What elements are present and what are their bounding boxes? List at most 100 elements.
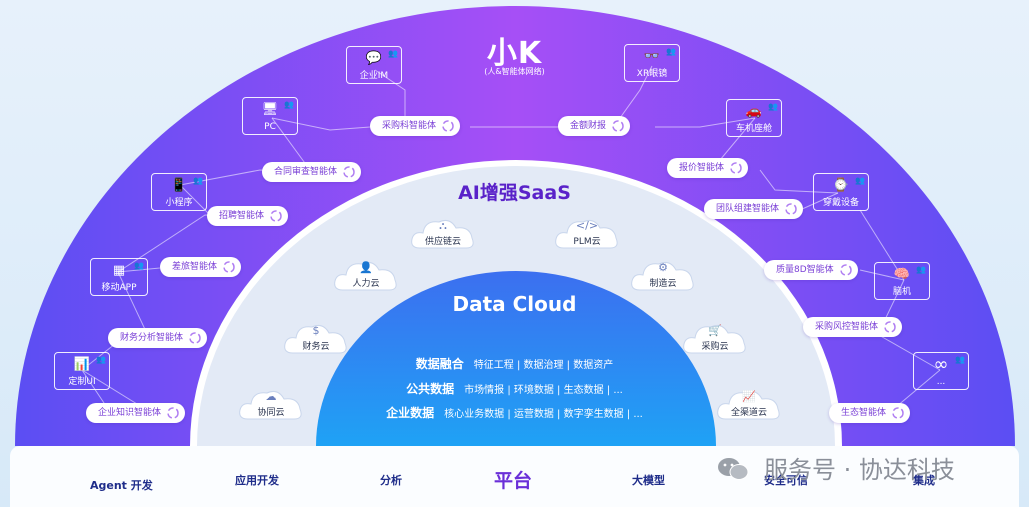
agent-pill[interactable]: 合同审查智能体 bbox=[262, 162, 362, 182]
cloud-label: 制造云 bbox=[649, 279, 677, 289]
agent-pill[interactable]: 团队组建智能体 bbox=[704, 199, 804, 219]
agent-swirl-icon bbox=[189, 332, 201, 344]
agent-label: 报价智能体 bbox=[679, 163, 725, 173]
gear-icon: ⚙ bbox=[658, 261, 668, 274]
cloud-shape bbox=[717, 391, 780, 420]
outer-title: 小K bbox=[486, 36, 543, 71]
app-grid-icon: ▦ bbox=[112, 263, 126, 278]
agent-swirl-icon bbox=[167, 407, 179, 419]
device-label: 脑机 bbox=[892, 287, 911, 297]
device-label: 企业IM bbox=[359, 71, 389, 81]
wechat-icon bbox=[718, 458, 749, 480]
device-card-bci[interactable]: 👥 🧠 脑机 bbox=[874, 262, 930, 300]
user-icon: 👥 bbox=[666, 47, 676, 56]
user-icon: 👥 bbox=[134, 261, 144, 270]
chat-icon: 💬 bbox=[365, 51, 383, 66]
data-row-value: 特征工程 | 数据治理 | 数据资产 bbox=[473, 360, 614, 371]
platform-item-platform[interactable]: 平台 bbox=[494, 470, 533, 492]
coin-icon: $ bbox=[312, 324, 320, 337]
data-row-key: 企业数据 bbox=[386, 406, 435, 420]
device-card-im[interactable]: 👥 💬 企业IM bbox=[346, 46, 402, 84]
agent-pill[interactable]: 采购风控智能体 bbox=[803, 317, 903, 337]
saas-cloud[interactable]: 👤 人力云 bbox=[331, 256, 401, 294]
platform-item-app-dev[interactable]: 应用开发 bbox=[235, 474, 279, 487]
user-icon: 👥 bbox=[855, 176, 865, 185]
data-cloud-row: 公共数据市场情报 | 环境数据 | 生态数据 | ... bbox=[0, 378, 1029, 397]
agent-label: 财务分析智能体 bbox=[120, 333, 184, 343]
agent-label: 生态智能体 bbox=[841, 408, 887, 418]
data-row-value: 市场情报 | 环境数据 | 生态数据 | ... bbox=[464, 385, 623, 396]
outer-subtitle: (人&智能体网络) bbox=[484, 67, 545, 76]
agent-swirl-icon bbox=[223, 261, 235, 273]
device-label: 定制UI bbox=[68, 377, 96, 387]
phone-icon: 📱 bbox=[170, 178, 188, 193]
saas-cloud[interactable]: 🛒 采购云 bbox=[680, 319, 750, 357]
saas-cloud[interactable]: ⛬ 供应链云 bbox=[408, 214, 478, 252]
device-card-miniapp[interactable]: 👥 📱 小程序 bbox=[151, 173, 207, 211]
data-row-value: 核心业务数据 | 运营数据 | 数字孪生数据 | ... bbox=[444, 409, 643, 420]
agent-label: 质量8D智能体 bbox=[776, 265, 834, 275]
agent-swirl-icon bbox=[442, 120, 454, 132]
saas-cloud[interactable]: </> PLM云 bbox=[552, 214, 622, 252]
agent-swirl-icon bbox=[612, 120, 624, 132]
dashboard-icon: 📊 bbox=[73, 357, 91, 372]
data-cloud-row: 企业数据核心业务数据 | 运营数据 | 数字孪生数据 | ... bbox=[0, 402, 1029, 421]
agent-label: 团队组建智能体 bbox=[716, 204, 780, 214]
platform-item-analysis[interactable]: 分析 bbox=[380, 474, 402, 487]
device-label: 穿戴设备 bbox=[822, 198, 859, 208]
agent-swirl-icon bbox=[892, 407, 904, 419]
agent-swirl-icon bbox=[884, 321, 896, 333]
user-icon: 👥 bbox=[96, 355, 106, 364]
cloud-label: 供应链云 bbox=[424, 237, 461, 247]
platform-item-agent-dev[interactable]: Agent 开发 bbox=[90, 479, 153, 492]
agent-pill[interactable]: 生态智能体 bbox=[829, 403, 911, 423]
agent-label: 差旅智能体 bbox=[172, 262, 218, 272]
cloud-shape bbox=[631, 262, 694, 291]
cloud-shape bbox=[334, 262, 397, 291]
cloud-shape bbox=[239, 391, 302, 420]
device-card-more[interactable]: 👥 ∞ ... bbox=[913, 352, 969, 390]
cloud-shape bbox=[555, 220, 618, 249]
cloud-shape bbox=[284, 325, 347, 354]
cloud-icon: ☁ bbox=[265, 390, 277, 403]
agent-pill[interactable]: 财务分析智能体 bbox=[108, 328, 208, 348]
agent-pill[interactable]: 差旅智能体 bbox=[160, 257, 242, 277]
cloud-label: 采购云 bbox=[701, 342, 729, 352]
agent-pill[interactable]: 报价智能体 bbox=[667, 158, 749, 178]
data-cloud-row: 数据融合特征工程 | 数据治理 | 数据资产 bbox=[0, 353, 1029, 372]
saas-cloud[interactable]: ⚙ 制造云 bbox=[628, 256, 698, 294]
agent-pill[interactable]: 企业知识智能体 bbox=[86, 403, 186, 423]
platform-item-integration[interactable]: 集成 bbox=[913, 474, 935, 487]
agent-label: 采购风控智能体 bbox=[815, 322, 879, 332]
agent-pill[interactable]: 质量8D智能体 bbox=[764, 260, 858, 280]
user-icon: 👥 bbox=[284, 100, 294, 109]
device-label: ... bbox=[936, 377, 946, 387]
agent-pill[interactable]: 招聘智能体 bbox=[207, 206, 289, 226]
car-icon: 🚗 bbox=[745, 104, 763, 119]
monitor-icon: 🖥 bbox=[261, 102, 279, 117]
device-card-mobile-app[interactable]: 👥 ▦ 移动APP bbox=[90, 258, 148, 296]
platform-item-llm[interactable]: 大模型 bbox=[632, 474, 665, 487]
agent-pill[interactable]: 金额财报 bbox=[558, 116, 631, 136]
user-icon: 👥 bbox=[193, 176, 203, 185]
cloud-label: 财务云 bbox=[302, 342, 330, 352]
code-icon: </> bbox=[575, 219, 599, 232]
platform-item-security[interactable]: 安全可信 bbox=[764, 474, 808, 487]
device-card-custom-ui[interactable]: 👥 📊 定制UI bbox=[54, 352, 110, 390]
saas-cloud[interactable]: 📈 全渠道云 bbox=[714, 385, 784, 423]
agent-swirl-icon bbox=[343, 166, 355, 178]
device-card-wearable[interactable]: 👥 ⌚ 穿戴设备 bbox=[813, 173, 869, 211]
agent-swirl-icon bbox=[839, 264, 852, 276]
device-card-xr[interactable]: 👥 👓 XR眼镜 bbox=[624, 44, 680, 82]
device-card-pc[interactable]: 👥 🖥 PC bbox=[242, 97, 298, 135]
saas-cloud[interactable]: ☁ 协同云 bbox=[236, 385, 306, 423]
agent-label: 企业知识智能体 bbox=[98, 408, 162, 418]
device-card-car[interactable]: 👥 🚗 车机座舱 bbox=[726, 99, 782, 137]
saas-cloud[interactable]: $ 财务云 bbox=[281, 319, 351, 357]
agent-swirl-icon bbox=[785, 203, 797, 215]
device-label: PC bbox=[264, 122, 276, 132]
agent-pill[interactable]: 采购科智能体 bbox=[370, 116, 461, 136]
glasses-icon: 👓 bbox=[643, 49, 661, 64]
